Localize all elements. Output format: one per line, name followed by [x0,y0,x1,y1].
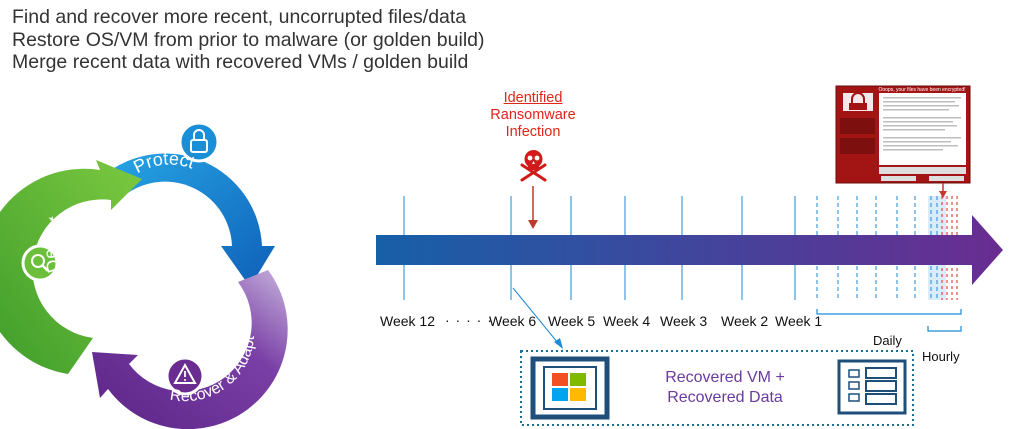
headline-line: Find and recover more recent, uncorrupte… [12,6,467,28]
week-label: Week 5 [548,313,596,329]
data-form-icon [837,359,907,415]
infection-pointer-head [528,220,538,229]
warning-icon [165,356,205,396]
week-label: Week 1 [775,313,823,329]
cycle-recover-segment [92,270,288,429]
ransom-pointer-head [939,191,947,198]
lock-icon [178,121,220,163]
headline-line: Merge recent data with recovered VMs / g… [12,51,469,73]
week-label: Week 12 [380,313,435,329]
magnifier-icon [21,244,59,282]
week-label: Week 4 [603,313,651,329]
hourly-bracket [927,326,962,332]
recovered-label-line2: Recovered Data [667,389,783,406]
cycle-detect-segment [0,160,142,374]
infection-label-line2: Ransomware [490,107,576,123]
ransom-screen-title: Ooops, your files have been encrypted! [879,87,966,93]
week-label: Week 6 [489,313,537,329]
daily-bracket [816,309,962,315]
ransom-screen-thumbnail: Ooops, your files have been encrypted! [835,85,971,184]
hourly-label: Hourly [922,349,960,364]
infection-label-line3: Infection [505,124,561,140]
infection-label: Identified Ransomware Infection [478,90,588,141]
skull-crossbones-icon [520,150,547,182]
recovery-pointer-head [554,338,563,349]
hourly-ticks [941,196,958,300]
recovered-label-line1: Recovered VM + [665,369,785,386]
week-label: Week 2 [721,313,769,329]
week-label: Week 3 [660,313,708,329]
detect-label: Detect [40,214,65,276]
timeline-arrow [376,215,1003,285]
windows-vm-icon [530,356,610,420]
timeline-ellipsis: · · · · · · [445,312,504,328]
cycle-protect-segment [103,153,275,287]
recovery-pointer-line [512,287,559,344]
headline-list: Find and recover more recent, uncorrupte… [12,6,485,74]
recovered-label: Recovered VM + Recovered Data [640,368,810,408]
daily-label: Daily [873,333,902,348]
headline-line: Restore OS/VM from prior to malware (or … [12,28,485,51]
infection-label-line1: Identified [503,90,563,106]
